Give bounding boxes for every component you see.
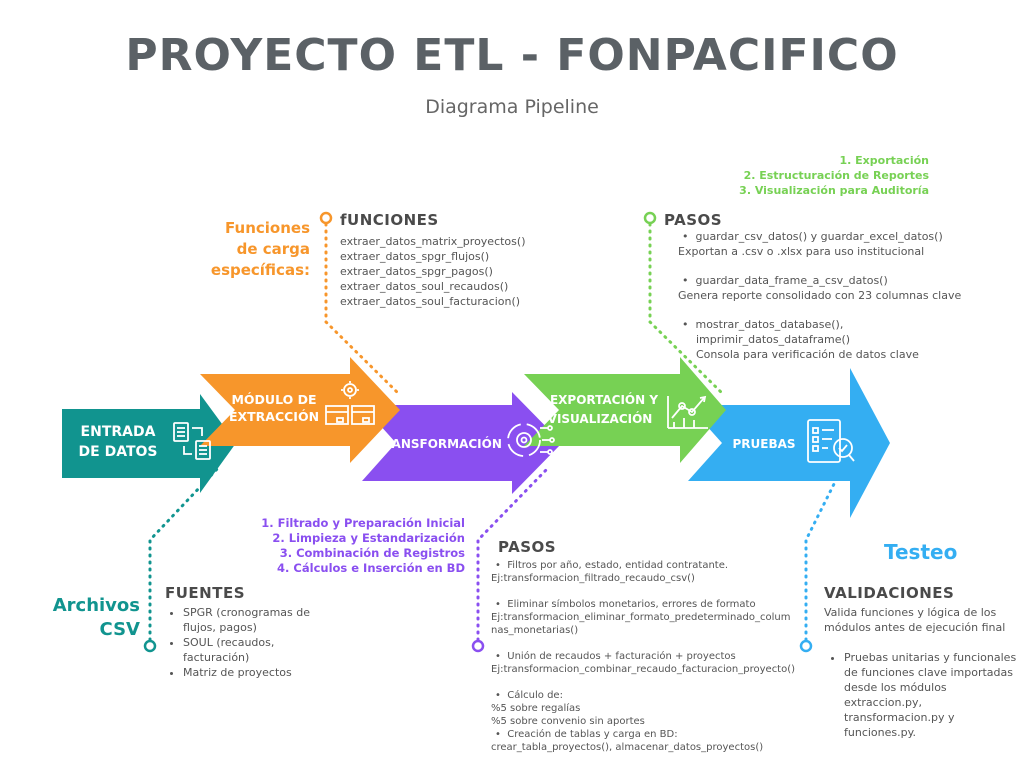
exportacion-bullet: • guardar_data_frame_a_csv_datos() bbox=[682, 274, 888, 287]
connector-dot-fuentes bbox=[143, 639, 157, 653]
transformacion-bullet: • Creación de tablas y carga en BD: bbox=[495, 729, 678, 740]
arrow-entrada bbox=[62, 394, 236, 493]
exportacion-bullet: • mostrar_datos_database(), bbox=[682, 318, 844, 331]
fuentes-list: SPGR (cronogramas de flujos, pagos) SOUL… bbox=[165, 605, 328, 680]
transformacion-bullet: • Unión de recaudos + facturación + proy… bbox=[495, 651, 736, 662]
transformacion-step: 2. Limpieza y Estandarización bbox=[272, 531, 465, 545]
transformacion-bullet: • Eliminar símbolos monetarios, errores … bbox=[495, 599, 756, 610]
testeo-side-label: Testeo bbox=[884, 540, 958, 564]
exportacion-b1a: guardar_csv_datos() y guardar_excel_dato… bbox=[695, 230, 943, 243]
funciones-side-label-3: específicas: bbox=[210, 261, 310, 279]
gear-boxes-icon bbox=[325, 381, 375, 425]
stage-transformacion-label: TRANSFORMACIÓN bbox=[374, 436, 502, 451]
stage-exportacion-line2: VISUALIZACIÓN bbox=[548, 411, 653, 426]
connector-dot-testeo bbox=[799, 639, 813, 653]
stage-entrada-line1: ENTRADA bbox=[81, 424, 156, 440]
fuentes-side-label-1: Archivos bbox=[52, 595, 140, 616]
transformacion-b5a: Creación de tablas y carga en BD: bbox=[507, 729, 678, 740]
connector-transformacion bbox=[476, 466, 550, 642]
stage-pruebas-label: PRUEBAS bbox=[732, 437, 795, 451]
stage-entrada-line2: DE DATOS bbox=[79, 444, 158, 460]
transformacion-b4a: Cálculo de: bbox=[507, 690, 563, 701]
exportacion-b2b: Genera reporte consolidado con 23 column… bbox=[678, 289, 962, 302]
testeo-heading: VALIDACIONES bbox=[824, 584, 955, 602]
transformacion-step: 4. Cálculos e Inserción en BD bbox=[277, 561, 465, 575]
exportacion-bullet: • guardar_csv_datos() y guardar_excel_da… bbox=[682, 230, 943, 243]
funciones-side-label-1: Funciones bbox=[225, 219, 310, 237]
transformacion-b3b: Ej:transformacion_combinar_recaudo_factu… bbox=[491, 664, 796, 675]
connector-exportacion bbox=[648, 222, 726, 397]
transformacion-b1a: Filtros por año, estado, entidad contrat… bbox=[507, 560, 729, 571]
connector-dot-funciones bbox=[319, 211, 333, 225]
exportacion-step: 1. Exportación bbox=[839, 154, 930, 167]
arrow-transformacion bbox=[362, 392, 562, 494]
exportacion-step: 3. Visualización para Auditoría bbox=[739, 184, 929, 197]
funciones-side-label-2: de carga bbox=[236, 240, 310, 258]
chart-icon bbox=[667, 395, 708, 429]
transformacion-steps: 1. Filtrado y Preparación Inicial 2. Lim… bbox=[250, 516, 465, 576]
transformacion-b3a: Unión de recaudos + facturación + proyec… bbox=[507, 651, 736, 662]
document-transfer-icon bbox=[173, 422, 211, 460]
fuentes-side-label-2: CSV bbox=[99, 619, 140, 640]
transformacion-b4c: %5 sobre convenio sin aportes bbox=[491, 716, 645, 727]
fuentes-item: SPGR (cronogramas de flujos, pagos) bbox=[183, 605, 328, 635]
transformacion-b2c: nas_monetarias() bbox=[491, 625, 579, 636]
transformacion-bullet: • Cálculo de: bbox=[495, 690, 563, 701]
funciones-item: extraer_datos_soul_recaudos() bbox=[340, 280, 509, 293]
exportacion-details: • guardar_csv_datos() y guardar_excel_da… bbox=[678, 229, 998, 362]
exportacion-step: 2. Estructuración de Reportes bbox=[743, 169, 929, 182]
transformacion-b4b: %5 sobre regalías bbox=[491, 703, 581, 714]
transformacion-details: • Filtros por año, estado, entidad contr… bbox=[491, 559, 821, 754]
funciones-item: extraer_datos_soul_facturacion() bbox=[340, 295, 521, 308]
funciones-side-label: Funciones de carga específicas: bbox=[200, 218, 310, 281]
stage-extraccion-line2: EXTRACCIÓN bbox=[229, 409, 319, 424]
funciones-item: extraer_datos_spgr_pagos() bbox=[340, 265, 493, 278]
transformacion-b5b: crear_tabla_proyectos(), almacenar_datos… bbox=[491, 742, 764, 753]
funciones-item: extraer_datos_matrix_proyectos() bbox=[340, 235, 526, 248]
testeo-item: Pruebas unitarias y funcionales de funci… bbox=[844, 650, 1020, 740]
testeo-list: Pruebas unitarias y funcionales de funci… bbox=[826, 650, 1020, 740]
exportacion-steps: 1. Exportación 2. Estructuración de Repo… bbox=[700, 153, 929, 198]
exportacion-b3a: mostrar_datos_database(), bbox=[695, 318, 844, 331]
exportacion-b3b: imprimir_datos_dataframe() bbox=[696, 333, 851, 346]
exportacion-b2a: guardar_data_frame_a_csv_datos() bbox=[695, 274, 888, 287]
exportacion-b1b: Exportan a .csv o .xlsx para uso institu… bbox=[678, 245, 925, 258]
transformacion-step: 3. Combinación de Registros bbox=[279, 546, 465, 560]
stage-extraccion-line1: MÓDULO DE bbox=[231, 392, 316, 407]
connector-dot-transformacion bbox=[471, 639, 485, 653]
arrow-pruebas bbox=[688, 368, 890, 518]
page-subtitle: Diagrama Pipeline bbox=[425, 96, 599, 118]
connector-funciones bbox=[324, 222, 402, 397]
connector-dot-exportacion bbox=[643, 211, 657, 225]
arrow-exportacion bbox=[524, 357, 726, 463]
page-title: PROYECTO ETL - FONPACIFICO bbox=[125, 30, 899, 81]
exportacion-heading: PASOS bbox=[664, 211, 723, 229]
fuentes-side-label: Archivos CSV bbox=[30, 594, 140, 642]
transformacion-b2a: Eliminar símbolos monetarios, errores de… bbox=[507, 599, 756, 610]
checklist-magnifier-icon bbox=[807, 419, 855, 463]
funciones-heading: fUNCIONES bbox=[340, 211, 439, 229]
transformacion-step: 1. Filtrado y Preparación Inicial bbox=[261, 516, 465, 530]
transformacion-heading: PASOS bbox=[498, 538, 557, 556]
stage-exportacion-line1: EXPORTACIÓN Y bbox=[550, 392, 658, 407]
funciones-item: extraer_datos_spgr_flujos() bbox=[340, 250, 490, 263]
connector-fuentes bbox=[148, 466, 220, 642]
cycle-gear-icon bbox=[507, 423, 555, 457]
connector-testeo bbox=[804, 478, 838, 642]
fuentes-item: Matriz de proyectos bbox=[183, 665, 328, 680]
funciones-list: extraer_datos_matrix_proyectos() extraer… bbox=[340, 234, 525, 309]
transformacion-b1b: Ej:transformacion_filtrado_recaudo_csv() bbox=[491, 573, 695, 584]
testeo-intro: Valida funciones y lógica de los módulos… bbox=[824, 606, 1006, 634]
fuentes-heading: FUENTES bbox=[165, 584, 246, 602]
transformacion-b2b: Ej:transformacion_eliminar_formato_prede… bbox=[491, 612, 791, 623]
exportacion-b3c: Consola para verificación de datos clave bbox=[696, 348, 919, 361]
fuentes-item: SOUL (recaudos, facturación) bbox=[183, 635, 328, 665]
transformacion-bullet: • Filtros por año, estado, entidad contr… bbox=[495, 560, 729, 571]
